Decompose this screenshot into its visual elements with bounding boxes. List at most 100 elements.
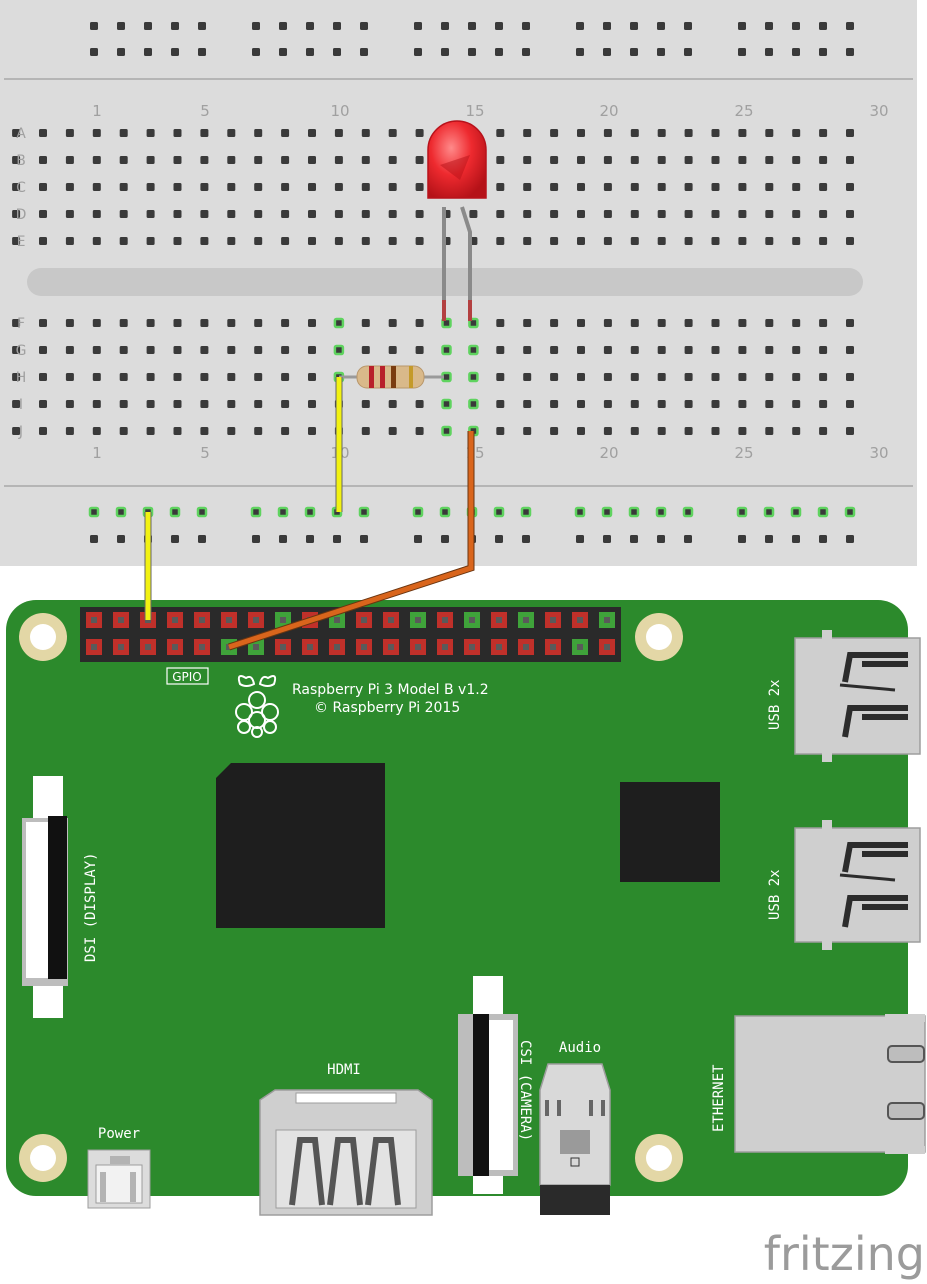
breadboard-hole	[254, 237, 263, 245]
breadboard-hole	[252, 535, 260, 543]
breadboard-hole	[577, 237, 585, 245]
breadboard-hole	[792, 400, 801, 408]
breadboard-hole	[308, 400, 316, 408]
breadboard-hole	[12, 319, 21, 327]
col-number: 5	[200, 444, 210, 462]
gpio-pin-core	[280, 644, 286, 650]
breadboard-hole	[281, 400, 290, 408]
breadboard-hole	[711, 373, 720, 381]
breadboard-hole	[846, 183, 854, 191]
breadboard-hole	[630, 535, 638, 543]
breadboard-hole	[198, 22, 206, 30]
breadboard-hole	[388, 427, 397, 435]
breadboard-hole	[550, 373, 559, 381]
breadboard-hole	[684, 400, 693, 408]
wire-orange	[228, 431, 474, 650]
breadboard-hole	[738, 210, 747, 218]
breadboard-hole	[65, 210, 74, 218]
breadboard-hole	[819, 535, 827, 543]
breadboard-hole	[200, 210, 209, 218]
breadboard-hole	[550, 237, 559, 245]
breadboard-hole	[792, 183, 801, 191]
gpio-label-box	[166, 667, 209, 685]
breadboard-hole	[361, 129, 370, 137]
breadboard-hole	[765, 535, 773, 543]
breadboard-hole	[92, 373, 101, 381]
breadboard-hole	[846, 156, 854, 164]
breadboard-hole	[92, 346, 101, 354]
breadboard-hole	[333, 344, 345, 356]
breadboard-hole	[684, 22, 692, 30]
gpio-pin-core	[361, 617, 367, 623]
breadboard-hole	[279, 22, 287, 30]
breadboard-hole	[603, 373, 612, 381]
breadboard-hole	[281, 319, 290, 327]
breadboard-hole	[630, 183, 639, 191]
breadboard-hole	[603, 346, 612, 354]
breadboard-hole	[496, 346, 505, 354]
breadboard-hole	[252, 22, 260, 30]
gpio-pin-core	[118, 644, 124, 650]
breadboard-hole	[415, 346, 424, 354]
row-letter: A	[16, 126, 26, 142]
gpio-pin-core	[118, 617, 124, 623]
breadboard-hole	[308, 129, 316, 137]
gpio-pin-core	[226, 617, 232, 623]
breadboard-hole	[119, 183, 128, 191]
gpio-pin-core	[388, 644, 394, 650]
breadboard-hole	[144, 22, 152, 30]
breadboard-hole	[601, 506, 613, 518]
gpio-pin-core	[253, 617, 259, 623]
raspberry-pi-board: GPIO Raspberry Pi 3 Model B v1.2 © Raspb…	[6, 600, 926, 1216]
power-label: Power	[98, 1126, 140, 1142]
breadboard-hole	[493, 506, 505, 518]
breadboard-hole	[684, 210, 693, 218]
breadboard-hole	[738, 48, 746, 56]
breadboard-hole	[227, 373, 236, 381]
breadboard-hole	[792, 373, 801, 381]
breadboard-hole	[173, 129, 182, 137]
breadboard-hole	[819, 400, 828, 408]
breadboard-hole	[496, 156, 505, 164]
breadboard-hole	[200, 237, 209, 245]
gpio-pin-core	[604, 644, 610, 650]
breadboard-hole	[200, 129, 209, 137]
gpio-pin-core	[91, 644, 97, 650]
breadboard-hole	[495, 48, 503, 56]
row-letter: C	[16, 180, 26, 196]
breadboard-hole	[169, 506, 181, 518]
breadboard-hole	[119, 129, 128, 137]
breadboard-hole	[792, 237, 801, 245]
col-number: 25	[734, 444, 753, 462]
breadboard-hole	[738, 156, 747, 164]
breadboard-hole	[281, 210, 290, 218]
breadboard-hole	[227, 210, 236, 218]
gpio-pin-core	[577, 617, 583, 623]
breadboard-hole	[200, 319, 209, 327]
column-numbers-top: 1 5 10 15 20 25 30	[92, 102, 888, 120]
breadboard-hole	[308, 156, 316, 164]
breadboard-hole	[92, 237, 101, 245]
breadboard-hole	[360, 22, 368, 30]
breadboard-hole	[333, 317, 345, 329]
breadboard-hole	[765, 400, 774, 408]
row-letter: I	[19, 397, 23, 413]
power-port	[87, 1149, 151, 1209]
breadboard-hole	[819, 156, 828, 164]
breadboard-hole	[119, 319, 128, 327]
breadboard-hole	[279, 48, 287, 56]
breadboard-hole	[574, 506, 586, 518]
breadboard-hole	[65, 346, 74, 354]
breadboard-hole	[39, 400, 47, 408]
breadboard-hole	[254, 183, 263, 191]
breadboard-hole	[711, 210, 720, 218]
breadboard-hole	[684, 535, 692, 543]
col-number: 25	[734, 102, 753, 120]
breadboard-hole	[173, 210, 182, 218]
usb-port-bottom	[794, 820, 921, 950]
usb-lan-chip	[620, 782, 720, 882]
breadboard-hole	[361, 183, 370, 191]
breadboard-hole	[281, 183, 290, 191]
col-number: 10	[330, 102, 349, 120]
breadboard-hole	[738, 346, 747, 354]
